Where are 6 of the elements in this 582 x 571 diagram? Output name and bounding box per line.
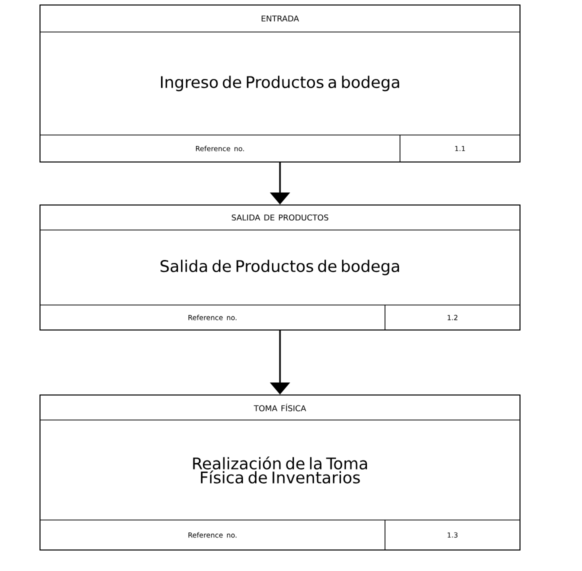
node-label: Ingreso de Productos a bodega bbox=[161, 76, 400, 92]
node-label: Salida de Productos de bodega bbox=[160, 260, 400, 276]
node-label: TOMA FÍSICA bbox=[254, 404, 306, 412]
node-label: ENTRADA bbox=[262, 16, 299, 22]
node-label: Realización de la Toma Física de Inventarios bbox=[193, 456, 367, 484]
node-label: SALIDA DE PRODUCTOS bbox=[232, 214, 328, 221]
